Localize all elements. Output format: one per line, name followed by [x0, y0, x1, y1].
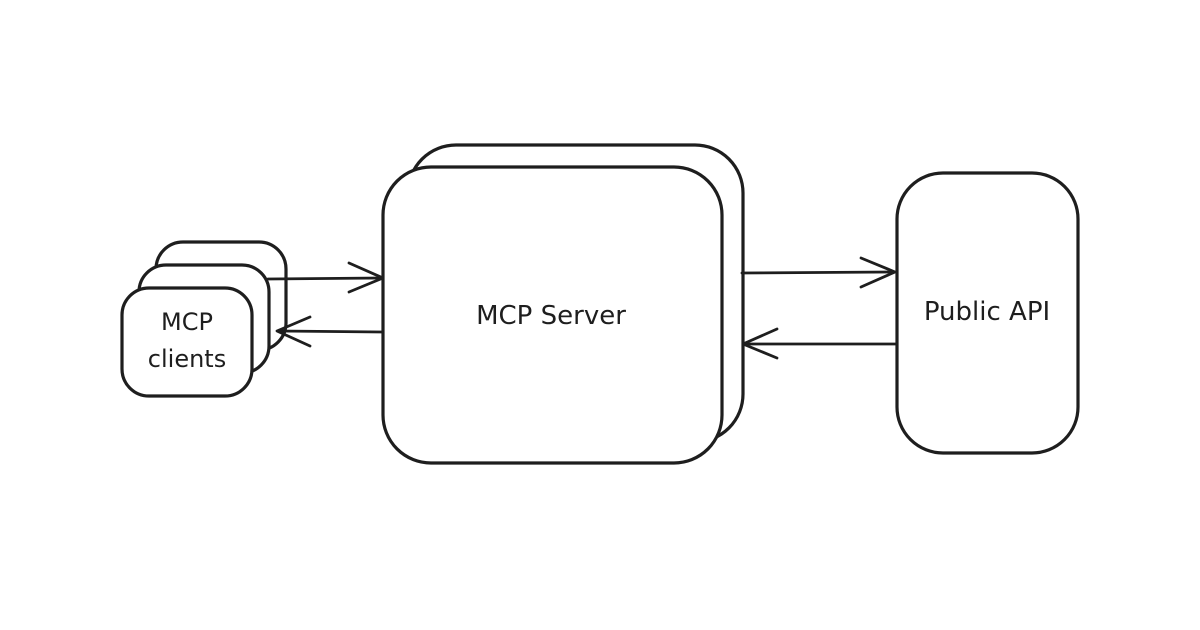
- arrow-clients-to-server: [266, 261, 385, 294]
- arrow-server-to-api: [740, 256, 897, 289]
- arrow-shaft: [266, 276, 383, 281]
- clients-label-line2: clients: [148, 345, 226, 373]
- mcp-server-node: MCP Server: [381, 143, 745, 465]
- arrowhead-right-icon: [859, 256, 897, 289]
- arrowhead-right-icon: [347, 261, 385, 294]
- arrow-api-to-server: [741, 327, 898, 360]
- api-label: Public API: [924, 297, 1050, 327]
- api-card: [895, 171, 1080, 455]
- arrowhead-left-icon: [275, 315, 312, 348]
- arrow-shaft: [277, 329, 385, 334]
- server-card-front: [381, 165, 724, 465]
- clients-label-line1: MCP: [161, 308, 213, 336]
- public-api-node: Public API: [895, 171, 1080, 455]
- arrow-server-to-clients: [275, 315, 385, 348]
- clients-card-front: [120, 286, 254, 398]
- server-label: MCP Server: [476, 301, 626, 331]
- arrowhead-left-icon: [741, 327, 779, 360]
- arrow-shaft: [740, 270, 895, 275]
- mcp-clients-node: MCP clients: [120, 240, 288, 398]
